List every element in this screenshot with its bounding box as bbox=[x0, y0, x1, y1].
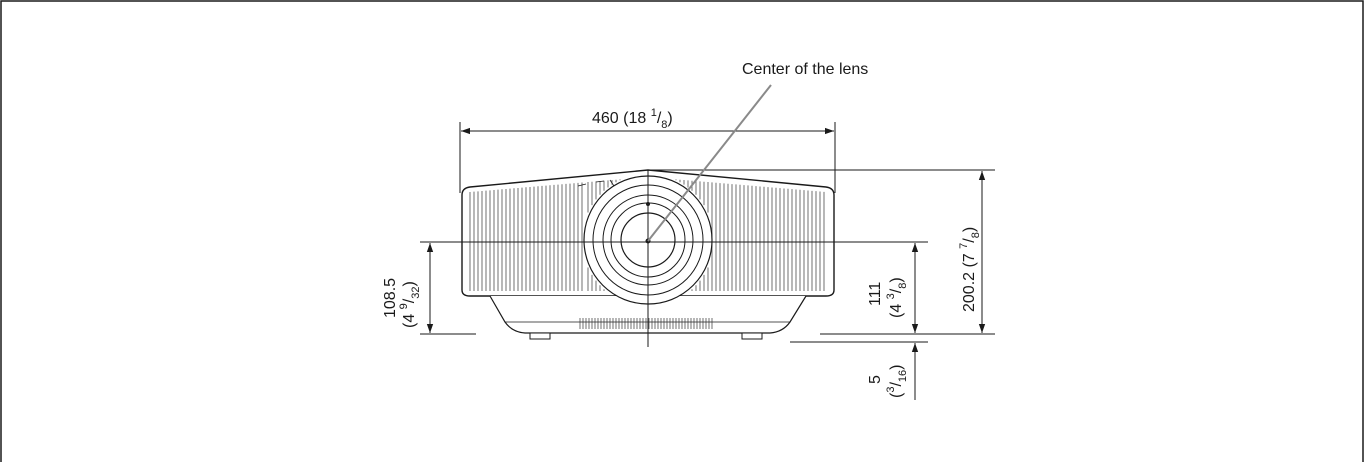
svg-text:111: 111 bbox=[867, 282, 884, 306]
svg-text:5: 5 bbox=[867, 375, 884, 384]
lens-center-label: Center of the lens bbox=[742, 61, 868, 78]
vent-grille-left bbox=[469, 179, 709, 291]
width-label: 460 (18 1/8) bbox=[592, 107, 673, 131]
svg-text:(3/16): (3/16) bbox=[885, 365, 909, 398]
foot-left bbox=[529, 332, 551, 340]
height-dimension bbox=[650, 169, 995, 335]
width-dimension bbox=[459, 122, 836, 193]
lens-right-label: 111 (4 3/8) bbox=[867, 277, 909, 318]
lens-left-label: 108.5 (4 9/32) bbox=[382, 278, 422, 328]
foot-right bbox=[741, 332, 763, 340]
lens-height-dimension bbox=[420, 241, 928, 335]
height-label: 200.2 (7 7/8) bbox=[958, 227, 982, 312]
feet-height-dimension bbox=[790, 341, 928, 400]
lens-leader-line bbox=[647, 84, 772, 242]
svg-text:108.5: 108.5 bbox=[382, 278, 399, 318]
svg-text:(4 3/8): (4 3/8) bbox=[885, 277, 909, 318]
vent-grille-bottom bbox=[579, 318, 713, 329]
svg-text:(4 9/32): (4 9/32) bbox=[398, 281, 422, 328]
feet-label: 5 (3/16) bbox=[867, 365, 909, 398]
